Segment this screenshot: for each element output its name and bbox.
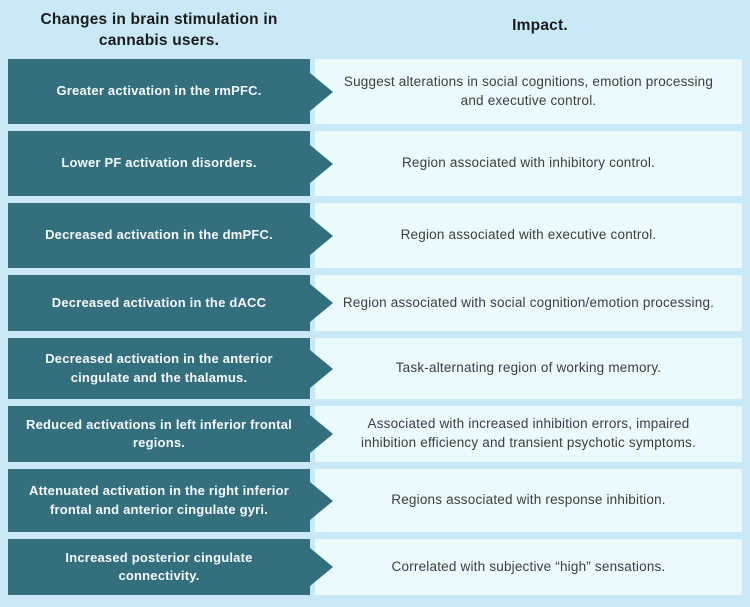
- impact-column-header: Impact.: [512, 17, 568, 34]
- change-arrow-box: Decreased activation in the dACC: [8, 275, 333, 331]
- arrow-right-icon: [310, 144, 333, 183]
- arrow-right-icon: [310, 72, 333, 111]
- table-row: Increased posterior cingulate connectivi…: [8, 539, 742, 595]
- impact-text: Regions associated with response inhibit…: [391, 492, 666, 508]
- change-arrow-box: Lower PF activation disorders.: [8, 131, 333, 196]
- impact-panel: Task-alternating region of working memor…: [315, 338, 742, 399]
- change-arrow-box: Decreased activation in the anterior cin…: [8, 338, 333, 399]
- table-header: Changes in brain stimulation in cannabis…: [8, 8, 742, 59]
- impact-text: Task-alternating region of working memor…: [395, 360, 662, 376]
- rows-container: Greater activation in the rmPFC. Suggest…: [8, 59, 742, 595]
- table-row: Greater activation in the rmPFC. Suggest…: [8, 59, 742, 124]
- change-label: Increased posterior cingulate connectivi…: [65, 549, 253, 583]
- arrow-right-icon: [310, 481, 333, 520]
- change-arrow-box: Reduced activations in left inferior fro…: [8, 406, 333, 462]
- impact-text: Correlated with subjective “high” sensat…: [391, 558, 666, 574]
- arrow-right-icon: [310, 548, 333, 586]
- change-label: Reduced activations in left inferior fro…: [26, 416, 292, 450]
- table-row: Lower PF activation disorders. Region as…: [8, 131, 742, 196]
- arrow-right-icon: [310, 415, 333, 453]
- arrow-right-icon: [310, 349, 333, 388]
- impact-text: Region associated with executive control…: [400, 227, 657, 243]
- impact-panel: Associated with increased inhibition err…: [315, 406, 742, 462]
- impact-panel: Suggest alterations in social cognitions…: [315, 59, 742, 124]
- change-arrow-box: Decreased activation in the dmPFC.: [8, 203, 333, 268]
- change-arrow-box: Increased posterior cingulate connectivi…: [8, 539, 333, 595]
- impact-text: Region associated with social cognition/…: [342, 294, 715, 310]
- impact-panel: Correlated with subjective “high” sensat…: [315, 539, 742, 595]
- impact-panel: Region associated with executive control…: [315, 203, 742, 268]
- arrow-right-icon: [310, 284, 333, 322]
- change-label: Decreased activation in the dACC: [51, 294, 267, 310]
- change-label: Decreased activation in the anterior cin…: [45, 351, 273, 385]
- table-row: Reduced activations in left inferior fro…: [8, 406, 742, 462]
- change-label: Greater activation in the rmPFC.: [56, 83, 262, 99]
- impact-panel: Region associated with social cognition/…: [315, 275, 742, 331]
- arrow-right-icon: [310, 216, 333, 255]
- changes-column-header: Changes in brain stimulation in cannabis…: [40, 11, 278, 49]
- table-row: Decreased activation in the anterior cin…: [8, 338, 742, 399]
- impact-text: Region associated with inhibitory contro…: [401, 155, 656, 171]
- change-label: Decreased activation in the dmPFC.: [45, 227, 273, 243]
- impact-panel: Regions associated with response inhibit…: [315, 469, 742, 532]
- change-arrow-box: Greater activation in the rmPFC.: [8, 59, 333, 124]
- change-label: Attenuated activation in the right infer…: [29, 483, 289, 517]
- change-arrow-box: Attenuated activation in the right infer…: [8, 469, 333, 532]
- table-row: Attenuated activation in the right infer…: [8, 469, 742, 532]
- impact-panel: Region associated with inhibitory contro…: [315, 131, 742, 196]
- change-label: Lower PF activation disorders.: [61, 155, 257, 171]
- table-row: Decreased activation in the dACC Region …: [8, 275, 742, 331]
- table-row: Decreased activation in the dmPFC. Regio…: [8, 203, 742, 268]
- impact-text: Suggest alterations in social cognitions…: [343, 73, 714, 108]
- impact-text: Associated with increased inhibition err…: [361, 416, 696, 450]
